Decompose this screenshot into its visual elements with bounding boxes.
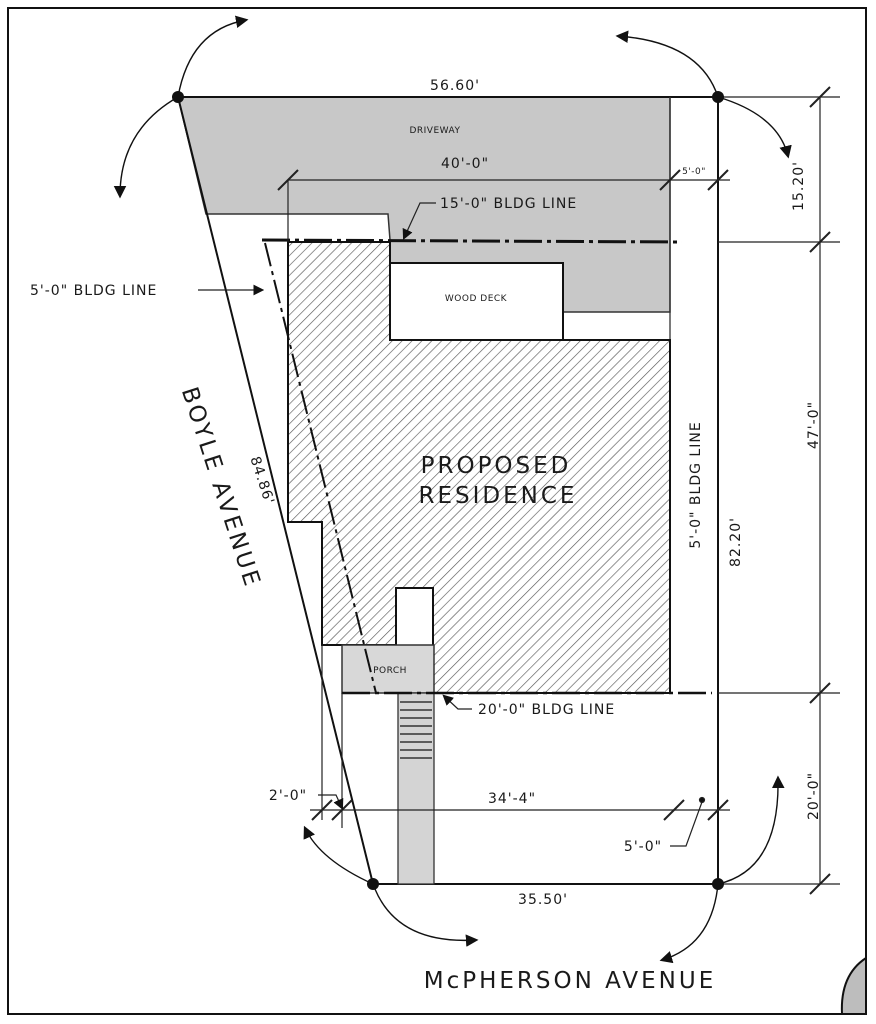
bottom-frontage-dim: 35.50' [518, 892, 568, 908]
mcpherson-avenue-label: McPHERSON AVENUE [424, 968, 717, 994]
bldg-line-5-west [264, 242, 377, 694]
driveway-label: DRIVEWAY [409, 126, 460, 136]
corner-points [172, 91, 724, 890]
residence-label-1: PROPOSED [421, 453, 572, 479]
bldg-width-dim: 40'-0" [441, 156, 489, 172]
top-frontage-dim: 56.60' [430, 78, 480, 94]
bldg-line-15-label: 15'-0" BLDG LINE [440, 196, 577, 212]
dimension-lines [277, 86, 840, 895]
seg-middle-dim: 47'-0" [806, 401, 822, 449]
porch-width-dim: 34'-4" [488, 791, 536, 807]
leader-lines [198, 202, 703, 847]
seg-north-dim: 15.20' [791, 161, 807, 211]
porch [341, 644, 435, 694]
porch-label: PORCH [373, 666, 407, 676]
bldg-line-5-east-label: 5'-0" BLDG LINE [688, 421, 704, 548]
adjacent-object [840, 956, 867, 1015]
bldg-line-5-west-label: 5'-0" BLDG LINE [30, 283, 157, 299]
east-setback-bottom-dim: 5'-0" [624, 839, 662, 855]
bldg-line-20-label: 20'-0" BLDG LINE [478, 702, 615, 718]
drawing-border [7, 7, 867, 1015]
wood-deck-label: WOOD DECK [445, 294, 508, 304]
wood-deck [389, 262, 564, 341]
east-setback-top-dim: 5'-0" [682, 167, 706, 177]
porch-offset-dim: 2'-0" [269, 788, 307, 804]
seg-south-dim: 20'-0" [806, 772, 822, 820]
walkway [397, 692, 435, 885]
residence-label-2: RESIDENCE [419, 483, 578, 509]
bldg-line-15 [261, 238, 683, 244]
corner-markers [113, 15, 792, 964]
east-side-dim: 82.20' [728, 517, 744, 567]
boyle-avenue-label: BOYLE AVENUE [176, 384, 266, 592]
front-steps [400, 701, 432, 759]
